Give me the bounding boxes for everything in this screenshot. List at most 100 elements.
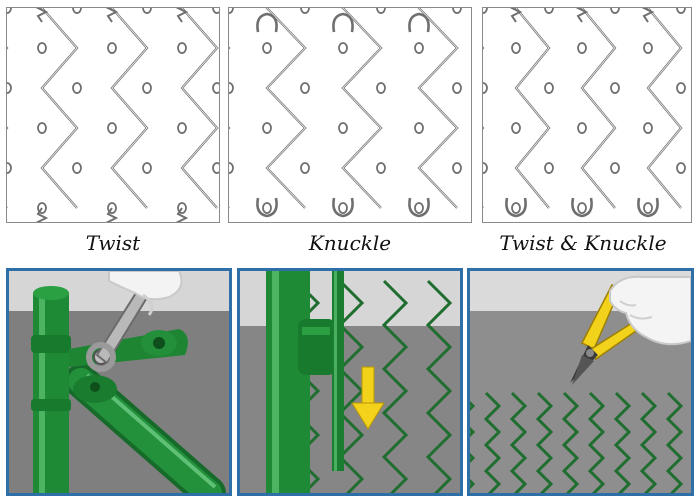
twist-end xyxy=(641,8,655,23)
wire-link xyxy=(177,122,187,134)
mesh-wire xyxy=(587,391,606,493)
knuckle-diagram xyxy=(228,7,472,223)
wire-link xyxy=(300,82,310,94)
twist-end xyxy=(35,8,49,23)
twist-end xyxy=(105,207,119,222)
knuckle-end xyxy=(332,12,354,33)
wire-link xyxy=(7,8,12,14)
wire-link xyxy=(610,8,620,14)
twist-end xyxy=(35,207,49,222)
wire-link xyxy=(544,8,554,14)
terminal-post xyxy=(31,286,71,493)
wire-link xyxy=(676,82,686,94)
wire-link xyxy=(229,82,234,94)
wire-link xyxy=(676,8,686,14)
wire-link xyxy=(414,42,424,54)
caption-knuckle: Knuckle xyxy=(308,231,392,255)
wire-link xyxy=(338,122,348,134)
mesh-wire xyxy=(483,391,502,493)
wire-link xyxy=(452,162,462,174)
wire-link xyxy=(72,8,82,14)
mesh-wire xyxy=(425,279,453,493)
wire-link xyxy=(212,8,219,14)
wire-link xyxy=(544,162,554,174)
twist-end xyxy=(509,8,523,23)
wire-link xyxy=(107,42,117,54)
knuckle-end xyxy=(256,12,278,33)
wire-link xyxy=(7,162,12,174)
mesh-wire xyxy=(639,391,658,493)
wire-link xyxy=(544,82,554,94)
wire-link xyxy=(577,122,587,134)
wire-link xyxy=(262,122,272,134)
wire-link xyxy=(483,8,488,14)
twist-end xyxy=(105,8,119,23)
wire-link xyxy=(376,162,386,174)
wire-link xyxy=(262,42,272,54)
wire-link xyxy=(142,82,152,94)
wire-link xyxy=(37,202,47,214)
wire-link xyxy=(511,202,521,214)
mesh-wire xyxy=(561,391,580,493)
glove-hand-icon xyxy=(609,275,691,346)
wire-link xyxy=(37,42,47,54)
wire-link xyxy=(676,162,686,174)
knuckle-end xyxy=(256,197,278,218)
twist-end xyxy=(175,207,189,222)
twist-knuckle-mesh-drawing xyxy=(483,8,686,218)
knuckle-pliers-illustration xyxy=(470,271,691,493)
caption-twist: Twist xyxy=(85,231,141,255)
wire-link xyxy=(177,202,187,214)
mesh-wire xyxy=(381,279,409,493)
knuckle-end xyxy=(637,197,659,218)
wire-link xyxy=(511,42,521,54)
wire-link xyxy=(107,122,117,134)
wire-link xyxy=(376,8,386,14)
wire-link xyxy=(142,8,152,14)
knuckle-end xyxy=(408,12,430,33)
wire-link xyxy=(142,162,152,174)
wire-link xyxy=(7,82,12,94)
wire-link xyxy=(72,162,82,174)
wire-link xyxy=(643,122,653,134)
mesh-wire xyxy=(613,391,632,493)
wire-link xyxy=(300,8,310,14)
wire-link xyxy=(643,42,653,54)
wire-link xyxy=(414,122,424,134)
arrow-down-icon xyxy=(351,366,385,430)
wire-link xyxy=(212,82,219,94)
wire-link xyxy=(72,82,82,94)
wire-link xyxy=(414,202,424,214)
chain-link-mesh xyxy=(470,391,684,493)
twist-diagram xyxy=(6,7,220,223)
wire-link xyxy=(338,202,348,214)
photo-knuckle-pliers xyxy=(467,268,694,496)
wire-link xyxy=(107,202,117,214)
wire-link xyxy=(229,8,234,14)
knuckle-mesh-drawing xyxy=(229,8,462,218)
photo-tension-band xyxy=(6,268,232,496)
terminal-post xyxy=(266,271,336,493)
knuckle-end xyxy=(408,197,430,218)
wire-lattice xyxy=(483,8,686,218)
wire-link xyxy=(229,162,234,174)
tension-bar-illustration xyxy=(240,271,460,493)
wire-link xyxy=(483,82,488,94)
caption-twist-knuckle: Twist & Knuckle xyxy=(499,231,667,255)
wire-link xyxy=(610,82,620,94)
wire-link xyxy=(511,122,521,134)
wire-link xyxy=(577,202,587,214)
wire-link xyxy=(212,162,219,174)
wire-link xyxy=(177,42,187,54)
knuckle-end xyxy=(571,197,593,218)
wire-link xyxy=(338,42,348,54)
wire-link xyxy=(643,202,653,214)
wire-link xyxy=(37,122,47,134)
twist-end xyxy=(175,8,189,23)
twist-mesh-drawing xyxy=(7,8,219,222)
photo-tension-bar xyxy=(237,268,463,496)
mesh-wire xyxy=(665,391,684,493)
wire-lattice xyxy=(7,8,219,222)
mesh-wire xyxy=(509,391,528,493)
wire-link xyxy=(610,162,620,174)
